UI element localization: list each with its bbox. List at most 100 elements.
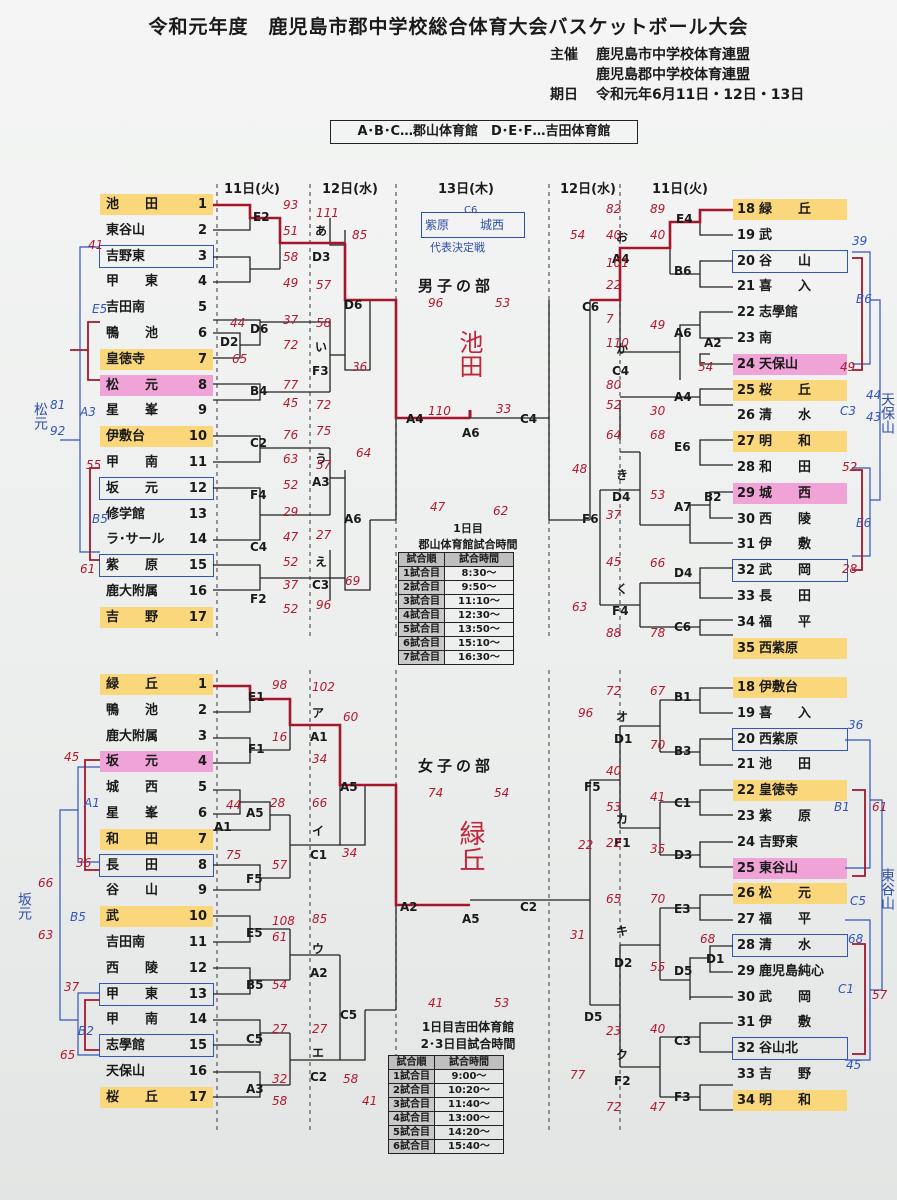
team-number: 31	[737, 1015, 756, 1031]
team-name: 桜 丘	[759, 382, 812, 398]
bracket-line	[699, 439, 733, 466]
score: 49	[283, 276, 299, 290]
team-name: 修学館	[106, 506, 146, 522]
match-code: B3	[674, 744, 692, 758]
score: 7	[606, 312, 614, 326]
team-number: 19	[737, 705, 756, 721]
team-number: 1	[197, 677, 207, 692]
bracket-line	[699, 567, 733, 599]
team-number: 2	[197, 702, 207, 718]
score: 85	[352, 228, 368, 242]
side-score: B5	[70, 910, 86, 924]
team-number: 15	[188, 558, 207, 574]
team-number: 19	[737, 227, 756, 243]
match-code: C2	[310, 1070, 328, 1084]
side-score: 52	[842, 460, 858, 474]
team-name: 長 田	[759, 589, 812, 604]
score: 40	[650, 1022, 666, 1036]
team-name: 星 峯	[106, 403, 159, 419]
team-name: 鴨 池	[106, 326, 159, 341]
match-code: A5	[340, 780, 358, 794]
team-number: 8	[197, 857, 207, 873]
team-name: 鹿児島純心	[759, 963, 825, 979]
score: 34	[342, 846, 358, 860]
team-number: 34	[737, 614, 756, 630]
team-name: 甲 南	[106, 1012, 159, 1028]
team-number: 4	[197, 274, 207, 290]
match-code: お	[616, 230, 629, 244]
score: 77	[570, 1068, 586, 1082]
match-code: い	[315, 340, 328, 354]
schedule-day1-caption2: 郡山体育館試合時間	[418, 538, 518, 551]
note-matsumoto: 松元	[32, 402, 48, 430]
match-code: A1	[214, 820, 232, 834]
team-number: 12	[188, 480, 207, 496]
match-code: F1	[614, 836, 631, 850]
score: 37	[283, 578, 299, 592]
match-code: A3	[246, 1082, 264, 1096]
side-score: 55	[86, 458, 102, 472]
team-name: 紫 原	[106, 558, 159, 574]
match-code: A1	[310, 730, 328, 744]
team-number: 22	[737, 783, 756, 799]
score: 54	[272, 978, 288, 992]
score: 63	[283, 452, 299, 466]
match-code: A4	[406, 412, 424, 426]
rep-left: 紫原	[425, 218, 450, 232]
match-code: A2	[704, 336, 722, 350]
score: 75	[226, 848, 242, 862]
side-score: 61	[80, 562, 96, 576]
bracket-line	[699, 260, 733, 288]
match-code: A6	[674, 326, 692, 340]
side-score: B2	[78, 1024, 94, 1038]
bracket-line	[213, 967, 251, 995]
match-code: E5	[246, 926, 263, 940]
score: 49	[650, 318, 666, 332]
score: 72	[606, 1100, 622, 1114]
schedule-order: 4試合目	[388, 1111, 435, 1126]
schedule-order: 2試合目	[398, 580, 445, 595]
bracket-line	[852, 469, 863, 571]
bracket-line	[699, 388, 733, 406]
score: 48	[572, 462, 588, 476]
bracket-line	[213, 256, 251, 283]
col-12-right: 12日(水)	[560, 182, 616, 197]
match-code: D1	[614, 732, 633, 746]
bracket-line	[84, 759, 100, 871]
side-score: 66	[38, 876, 54, 890]
team-name: 喜 入	[759, 279, 812, 295]
bracket-line	[699, 894, 733, 921]
team-number: 9	[197, 883, 207, 899]
score: 63	[572, 600, 588, 614]
team-name: 桜 丘	[106, 1089, 159, 1105]
score: 27	[272, 1022, 288, 1036]
bracket-line	[699, 311, 733, 339]
match-code: ク	[616, 1048, 629, 1062]
match-code: A2	[310, 966, 328, 980]
side-score: 45	[64, 750, 80, 764]
bracket-line	[84, 999, 100, 1051]
date-value: 令和元年6月11日・12日・13日	[596, 87, 805, 103]
match-code: ア	[312, 706, 325, 720]
score: 57	[272, 858, 288, 872]
team-number: 20	[737, 731, 756, 747]
match-code: C6	[674, 620, 692, 634]
score: 28	[270, 796, 286, 810]
team-name: ラ･サール	[106, 532, 165, 548]
bracket-line	[845, 739, 871, 869]
match-code: E2	[253, 210, 270, 224]
team-name: 西紫原	[759, 731, 799, 747]
score: 72	[283, 338, 299, 352]
schedule-header: 試合順	[388, 1055, 435, 1070]
team-number: 24	[737, 356, 756, 372]
team-name: 清 水	[759, 938, 812, 953]
